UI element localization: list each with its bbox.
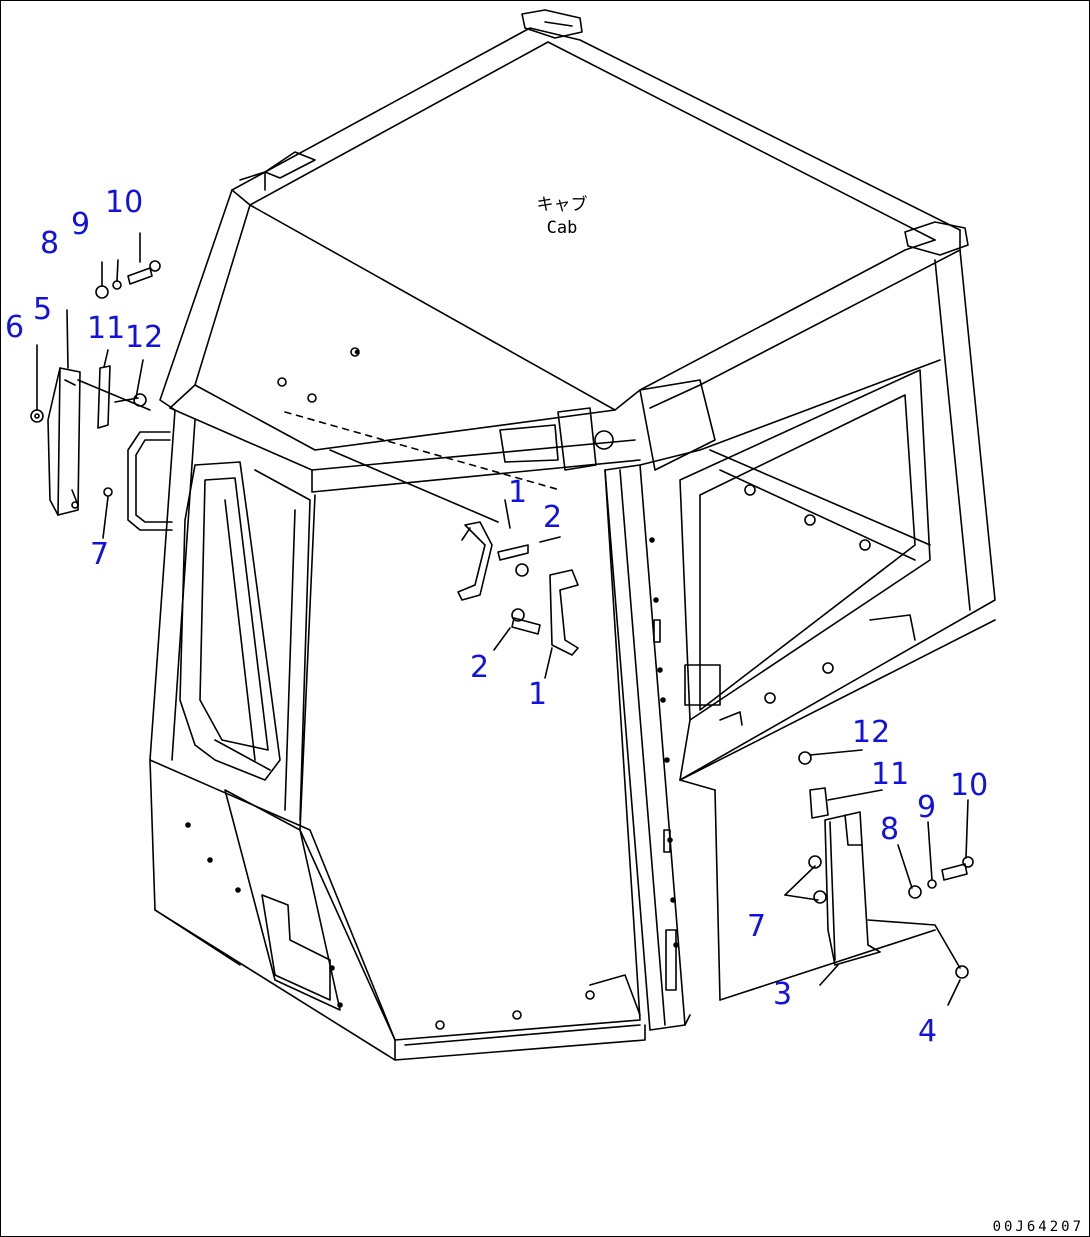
diagram-code: 00J64207 (992, 1219, 1084, 1235)
callout-7-left: 7 (90, 537, 110, 572)
left-detail-parts (30, 232, 161, 539)
callout-2-upper: 2 (543, 500, 563, 535)
part-2-bolts (493, 499, 561, 679)
cab-roof (159, 9, 969, 523)
callout-11-left: 11 (87, 311, 126, 346)
callout-10-left: 10 (105, 185, 144, 220)
callout-8-left: 8 (40, 226, 60, 261)
cab-left-side (149, 409, 396, 1061)
callout-6-left: 6 (5, 310, 25, 345)
cab-center-pillar (499, 379, 716, 1031)
callout-12-right: 12 (852, 715, 891, 750)
callout-4-right: 4 (918, 1014, 938, 1049)
callout-1-upper: 1 (508, 475, 528, 510)
cab-label-jp: キャブ (536, 195, 588, 215)
callout-8-right: 8 (880, 812, 900, 847)
callout-2-lower: 2 (470, 650, 490, 685)
cab-label-en: Cab (546, 218, 578, 238)
callout-9-left: 9 (71, 207, 91, 242)
callout-10-right: 10 (950, 768, 989, 803)
cab-door-frame (299, 469, 646, 1061)
callout-7-right: 7 (747, 909, 767, 944)
callout-5-left: 5 (33, 292, 53, 327)
left-handrail (127, 431, 173, 531)
callout-11-right: 11 (871, 757, 910, 792)
right-detail-parts (784, 749, 974, 1006)
callout-12-left: 12 (125, 320, 164, 355)
part-1-bracket-upper (457, 521, 493, 601)
part-1-bracket-lower (549, 569, 579, 656)
cab-right-side (679, 249, 996, 1001)
callout-1-lower: 1 (528, 677, 548, 712)
callout-9-right: 9 (917, 790, 937, 825)
callout-3-right: 3 (773, 977, 793, 1012)
